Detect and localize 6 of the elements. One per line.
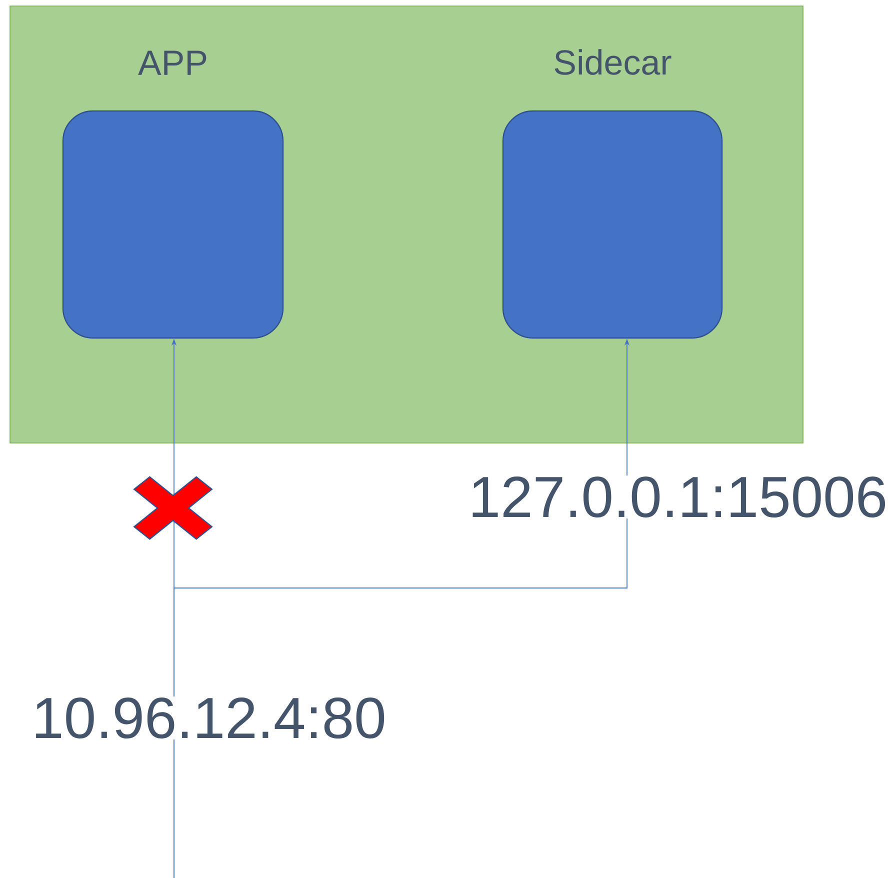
- container-box: Sidecar: [502, 49, 723, 339]
- node-label: APP: [138, 50, 206, 75]
- edge-label: 127.0.0.1:15006: [467, 475, 889, 519]
- node-label: Sidecar: [554, 49, 672, 75]
- edge-label: 10.96.12.4:80: [30, 696, 388, 740]
- container-box: APP: [62, 50, 284, 339]
